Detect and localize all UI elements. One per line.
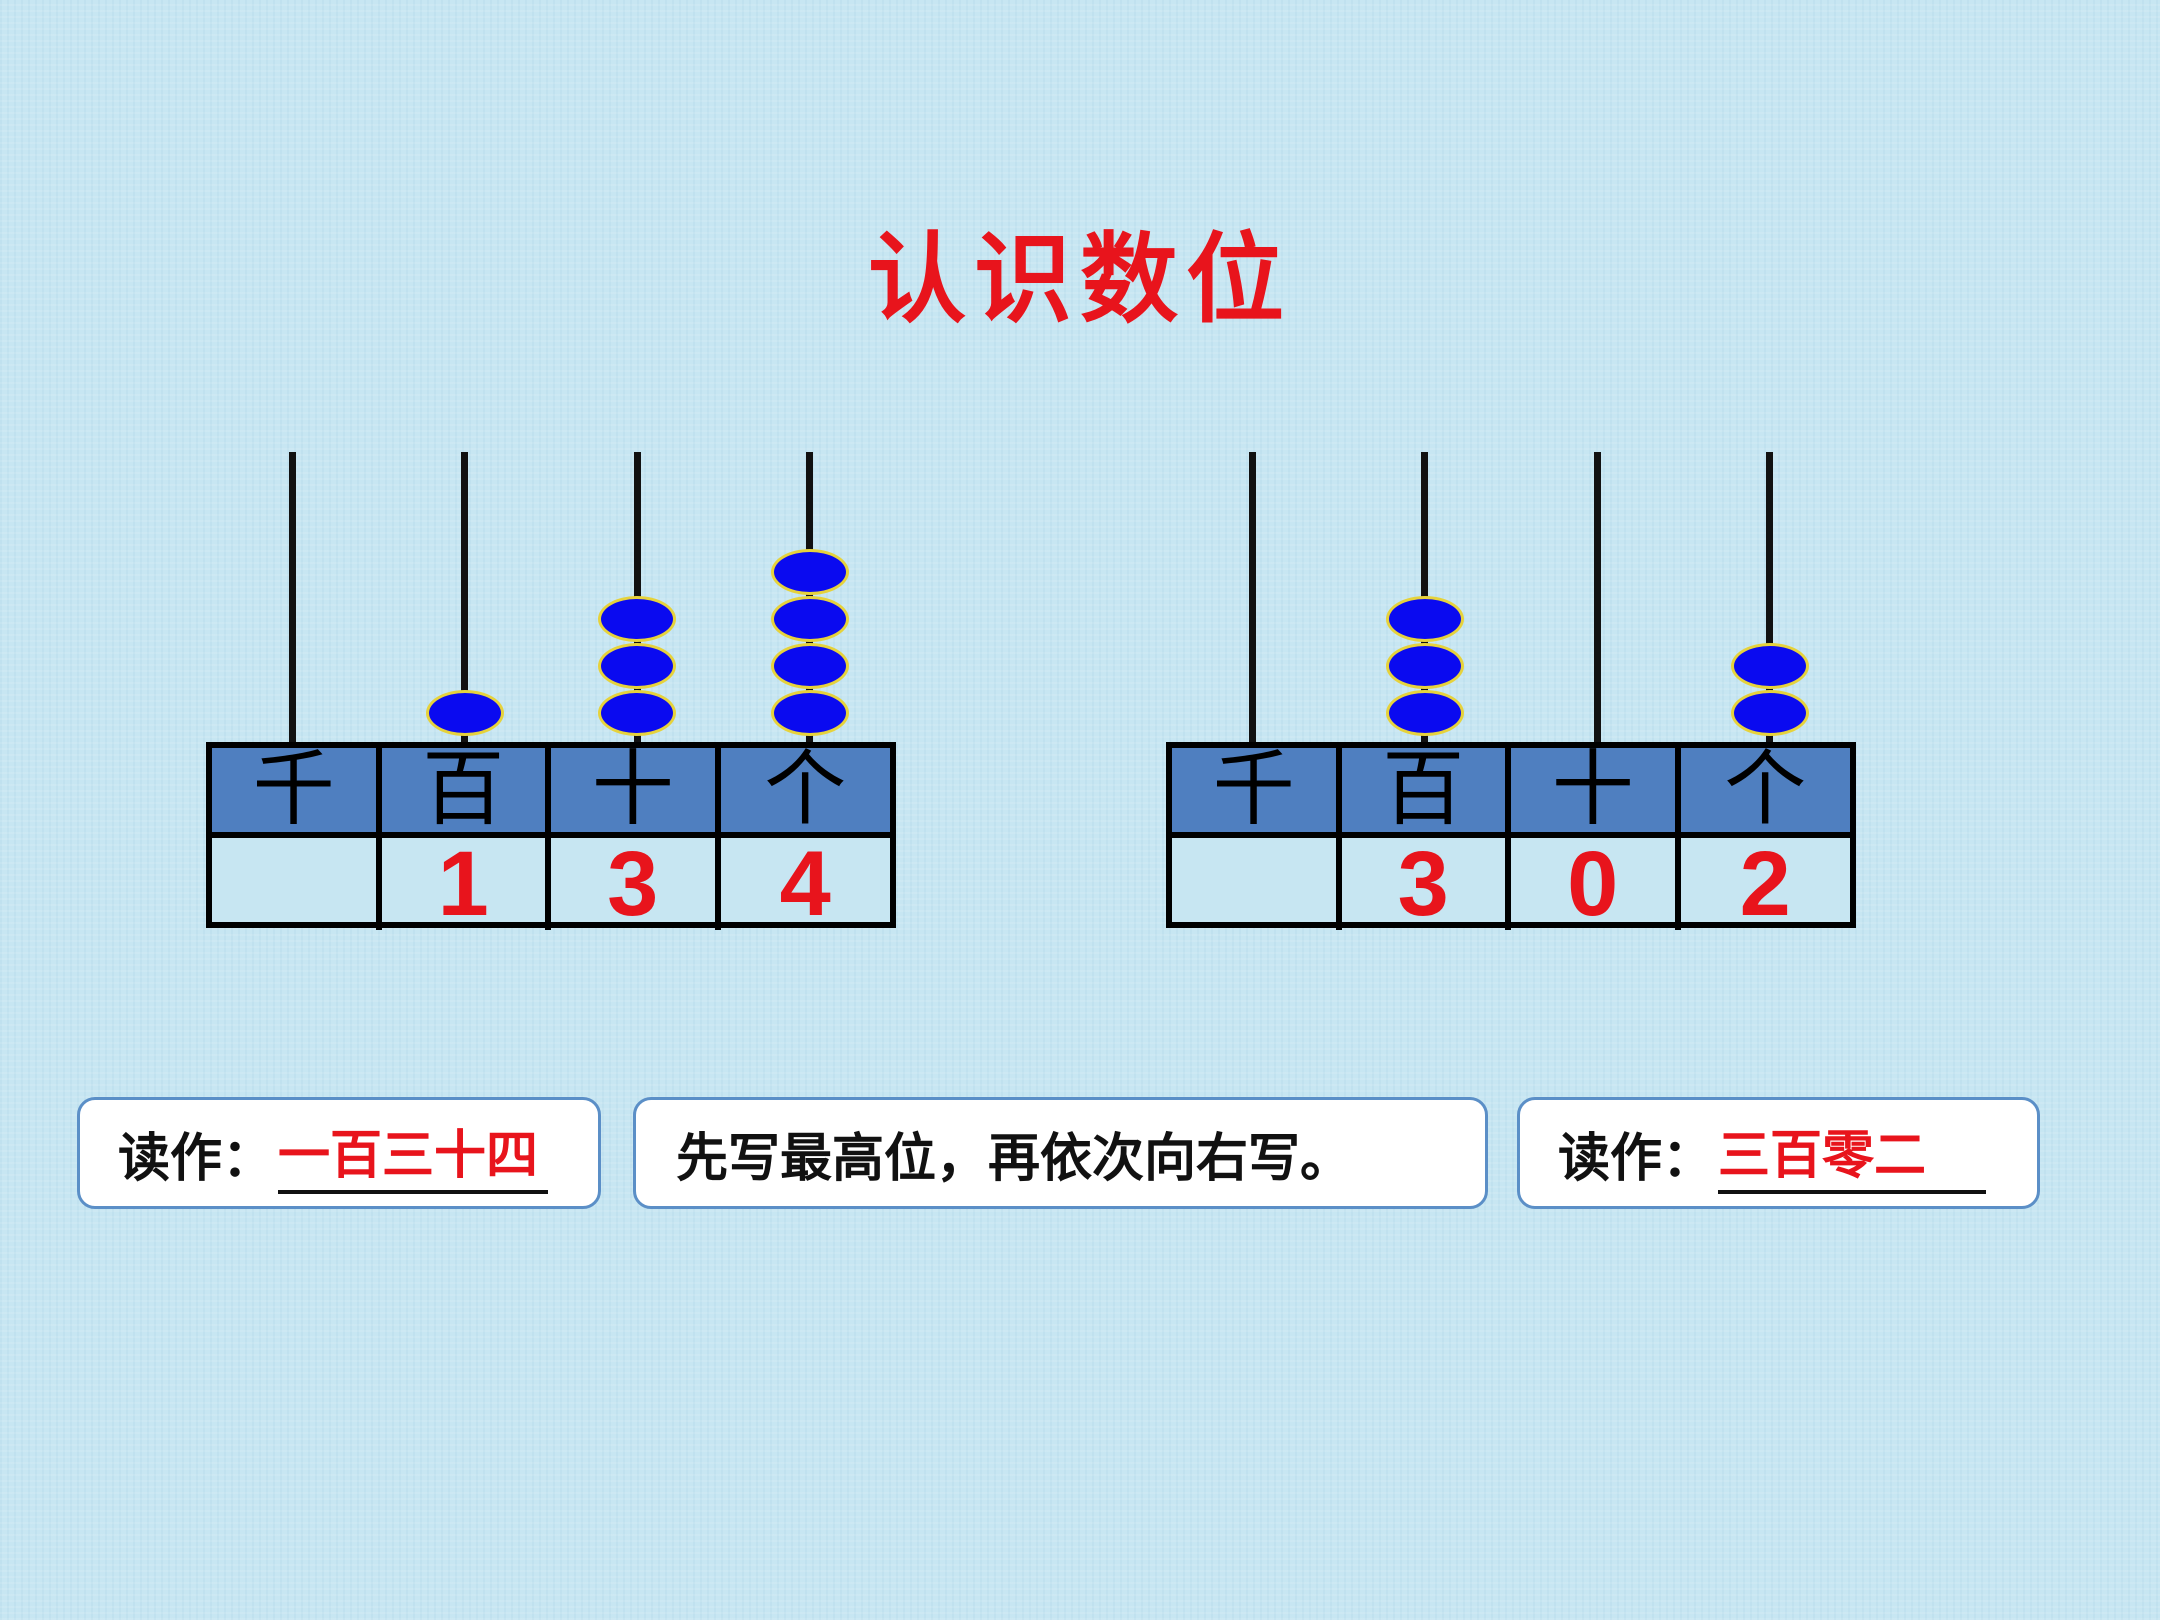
- abacus-bead: [770, 549, 849, 595]
- abacus-right: 千 百 十 个 3 0 2: [1160, 440, 1860, 940]
- digit-ones: 4: [779, 833, 831, 935]
- place-header-tens: 十: [1511, 748, 1681, 838]
- place-header-thousands: 千: [1172, 748, 1342, 838]
- place-value-table: 千 百 十 个 3 0 2: [1166, 742, 1856, 935]
- abacus-bead: [770, 596, 849, 642]
- digit-tens: 0: [1511, 838, 1681, 930]
- abacus-bead: [425, 690, 504, 736]
- read-as-label: 读作：: [1558, 1127, 1715, 1189]
- abacus-bead: [770, 690, 849, 736]
- abacus-bead: [1730, 690, 1809, 736]
- place-header-ones: 个: [720, 748, 890, 838]
- abacus-rod-hundreds: [461, 452, 469, 748]
- digit-ones: 2: [1739, 833, 1791, 935]
- digit-hundreds: 3: [1342, 838, 1511, 930]
- abacus-bead: [1730, 643, 1809, 689]
- abacus-rod-ones: [1766, 452, 1774, 748]
- digit-hundreds: 1: [382, 838, 551, 930]
- abacus-bead: [598, 596, 677, 642]
- read-as-answer: 三百零二: [1718, 1113, 1987, 1194]
- reading-box-left: 读作： 一百三十四: [77, 1097, 601, 1209]
- digit-thousands: [212, 838, 382, 930]
- place-value-table: 千 百 十 个 1 3 4: [206, 742, 896, 935]
- writing-rule-text: 先写最高位，再依次向右写。: [676, 1127, 1353, 1189]
- writing-rule-box: 先写最高位，再依次向右写。: [633, 1097, 1488, 1209]
- digit-thousands: [1172, 838, 1342, 930]
- abacus-rod-thousands: [1248, 452, 1256, 748]
- abacus-bead: [598, 690, 677, 736]
- place-header-hundreds: 百: [381, 748, 551, 838]
- abacus-bead: [1385, 643, 1464, 689]
- abacus-bead: [1385, 690, 1464, 736]
- place-header-tens: 十: [551, 748, 721, 838]
- place-header-hundreds: 百: [1341, 748, 1511, 838]
- read-as-label: 读作：: [118, 1127, 275, 1189]
- place-header-thousands: 千: [212, 748, 382, 838]
- abacus-bead: [1385, 596, 1464, 642]
- abacus-rod-thousands: [288, 452, 296, 748]
- place-header-ones: 个: [1680, 748, 1850, 838]
- digit-tens: 3: [551, 838, 721, 930]
- read-as-answer: 一百三十四: [278, 1113, 549, 1194]
- reading-box-right: 读作： 三百零二: [1517, 1097, 2040, 1209]
- abacus-bead: [598, 643, 677, 689]
- abacus-rod-tens: [1593, 452, 1601, 748]
- abacus-bead: [770, 643, 849, 689]
- page-title: 认识数位: [867, 222, 1292, 337]
- abacus-left: 千 百 十 个 1 3 4: [200, 440, 900, 940]
